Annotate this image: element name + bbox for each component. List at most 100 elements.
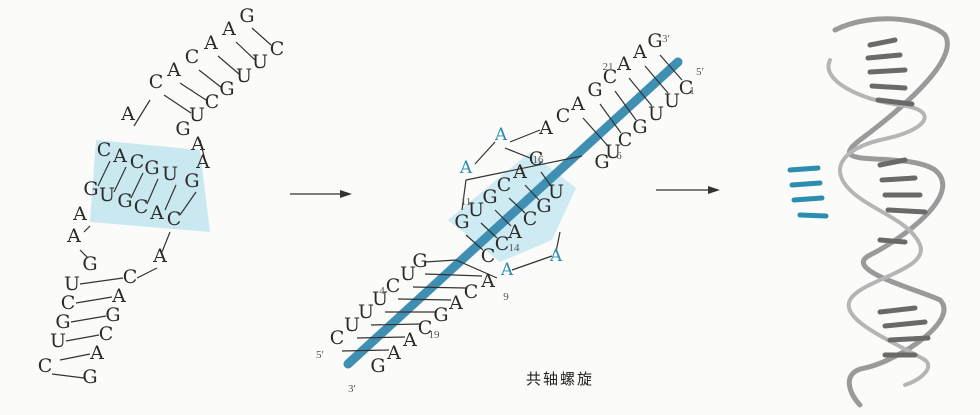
- strand-end-label: 3′: [662, 33, 670, 45]
- nucleotide-label: C: [386, 275, 401, 297]
- strand-end-label: 5′: [316, 349, 324, 361]
- nucleotide-label: U: [664, 90, 680, 112]
- nucleotide-label: C: [330, 327, 345, 349]
- nucleotide-label: U: [189, 104, 205, 126]
- nucleotide-label: A: [66, 225, 81, 247]
- nucleotide-label: C: [97, 139, 112, 161]
- nucleotide-label: C: [270, 38, 285, 60]
- arrow-2: [656, 186, 720, 194]
- nucleotide-label: G: [482, 186, 497, 208]
- nucleotide-label: C: [523, 208, 538, 230]
- nucleotide-label: U: [344, 314, 360, 336]
- nucleotide-label: A: [120, 103, 135, 125]
- nucleotide-label: C: [38, 355, 53, 377]
- nucleotide-label: A: [507, 221, 522, 243]
- nucleotide-label: C: [529, 148, 544, 170]
- nucleotide-label: A: [111, 285, 126, 307]
- nucleotide-label: G: [536, 195, 551, 217]
- nucleotide-label: G: [412, 250, 427, 272]
- nucleotide-label: C: [481, 245, 496, 267]
- nucleotide-label: G: [82, 366, 97, 388]
- nucleotide-label: C: [497, 174, 512, 196]
- position-number: 6: [616, 150, 622, 162]
- position-number: 1: [689, 85, 695, 97]
- nucleotide-label: A: [203, 32, 218, 54]
- nucleotide-label: A: [512, 161, 527, 183]
- panel1-pairing-highlight: [90, 140, 210, 232]
- highlighted-nucleotide-label: A: [549, 246, 563, 266]
- nucleotide-label: C: [464, 281, 479, 303]
- panel2-coaxial-stack: GAACGACACUUGCUGCACGUGUGCACCGUCUUUCACAGCA…: [316, 30, 704, 395]
- nucleotide-label: U: [99, 184, 115, 206]
- nucleotide-label: G: [370, 355, 385, 377]
- panel2-backbone: [424, 129, 583, 279]
- nucleotide-label: A: [538, 117, 553, 139]
- nucleotide-label: A: [72, 203, 87, 225]
- nucleotide-label: A: [221, 18, 236, 40]
- nucleotide-label: G: [647, 30, 662, 52]
- highlighted-nucleotide-label: A: [500, 260, 514, 280]
- position-number: 19: [429, 329, 441, 341]
- nucleotide-label: A: [195, 151, 210, 173]
- nucleotide-label: U: [236, 65, 252, 87]
- nucleotide-label: U: [252, 51, 268, 73]
- nucleotide-label: C: [556, 105, 571, 127]
- nucleotide-label: A: [402, 329, 417, 351]
- nucleotide-label: A: [190, 133, 205, 155]
- nucleotide-label: A: [152, 245, 167, 267]
- nucleotide-label: C: [61, 292, 76, 314]
- nucleotide-label: C: [167, 208, 182, 230]
- helix-axis: [343, 57, 683, 369]
- position-number: 11: [461, 196, 472, 208]
- nucleotide-label: G: [82, 253, 97, 275]
- nucleotide-label: C: [495, 233, 510, 255]
- nucleotide-label: U: [468, 199, 484, 221]
- arrow-1: [290, 190, 352, 198]
- nucleotide-label: C: [679, 77, 694, 99]
- nucleotide-label: G: [83, 178, 98, 200]
- nucleotide-label: C: [618, 129, 633, 151]
- nucleotide-label: U: [605, 141, 621, 163]
- nucleotide-label: U: [548, 181, 564, 203]
- nucleotide-label: U: [372, 288, 388, 310]
- position-number: 4: [379, 285, 385, 297]
- nucleotide-label: A: [112, 145, 127, 167]
- nucleotide-label: A: [570, 93, 585, 115]
- nucleotide-label: G: [632, 116, 647, 138]
- nucleotide-label: U: [50, 330, 66, 352]
- nucleotide-label: A: [448, 292, 463, 314]
- highlighted-nucleotide-label: A: [494, 125, 508, 145]
- nucleotide-label: G: [454, 211, 469, 233]
- nucleotide-label: U: [64, 273, 80, 295]
- helix-highlight-strands: [787, 165, 829, 219]
- highlighted-nucleotide-label: A: [459, 158, 473, 178]
- nucleotide-label: C: [185, 46, 200, 68]
- nucleotide-label: U: [648, 103, 664, 125]
- nucleotide-label: G: [117, 190, 132, 212]
- nucleotide-label: G: [144, 157, 159, 179]
- nucleotide-label: C: [134, 196, 149, 218]
- nucleotide-label: C: [99, 323, 114, 345]
- nucleotide-label: C: [603, 66, 618, 88]
- nucleotide-label: A: [166, 59, 181, 81]
- nucleotide-label: G: [594, 151, 609, 173]
- nucleotide-label: A: [89, 342, 104, 364]
- nucleotide-label: A: [386, 342, 401, 364]
- nucleotide-label: G: [175, 118, 190, 140]
- nucleotide-label: U: [358, 301, 374, 323]
- position-number: 21: [603, 61, 614, 73]
- position-number: 14: [509, 242, 521, 254]
- nucleotide-label: U: [400, 263, 416, 285]
- nucleotide-label: G: [587, 79, 602, 101]
- nucleotide-label: U: [162, 163, 178, 185]
- helix-base-stack: [865, 37, 931, 358]
- position-number: 9: [503, 291, 509, 303]
- nucleotide-label: G: [239, 5, 254, 27]
- nucleotide-label: G: [184, 170, 199, 192]
- caption-coaxial-helix: 共轴螺旋: [526, 370, 595, 388]
- strand-end-label: 5′: [696, 66, 704, 78]
- panel1-pair-lines: [51, 27, 272, 379]
